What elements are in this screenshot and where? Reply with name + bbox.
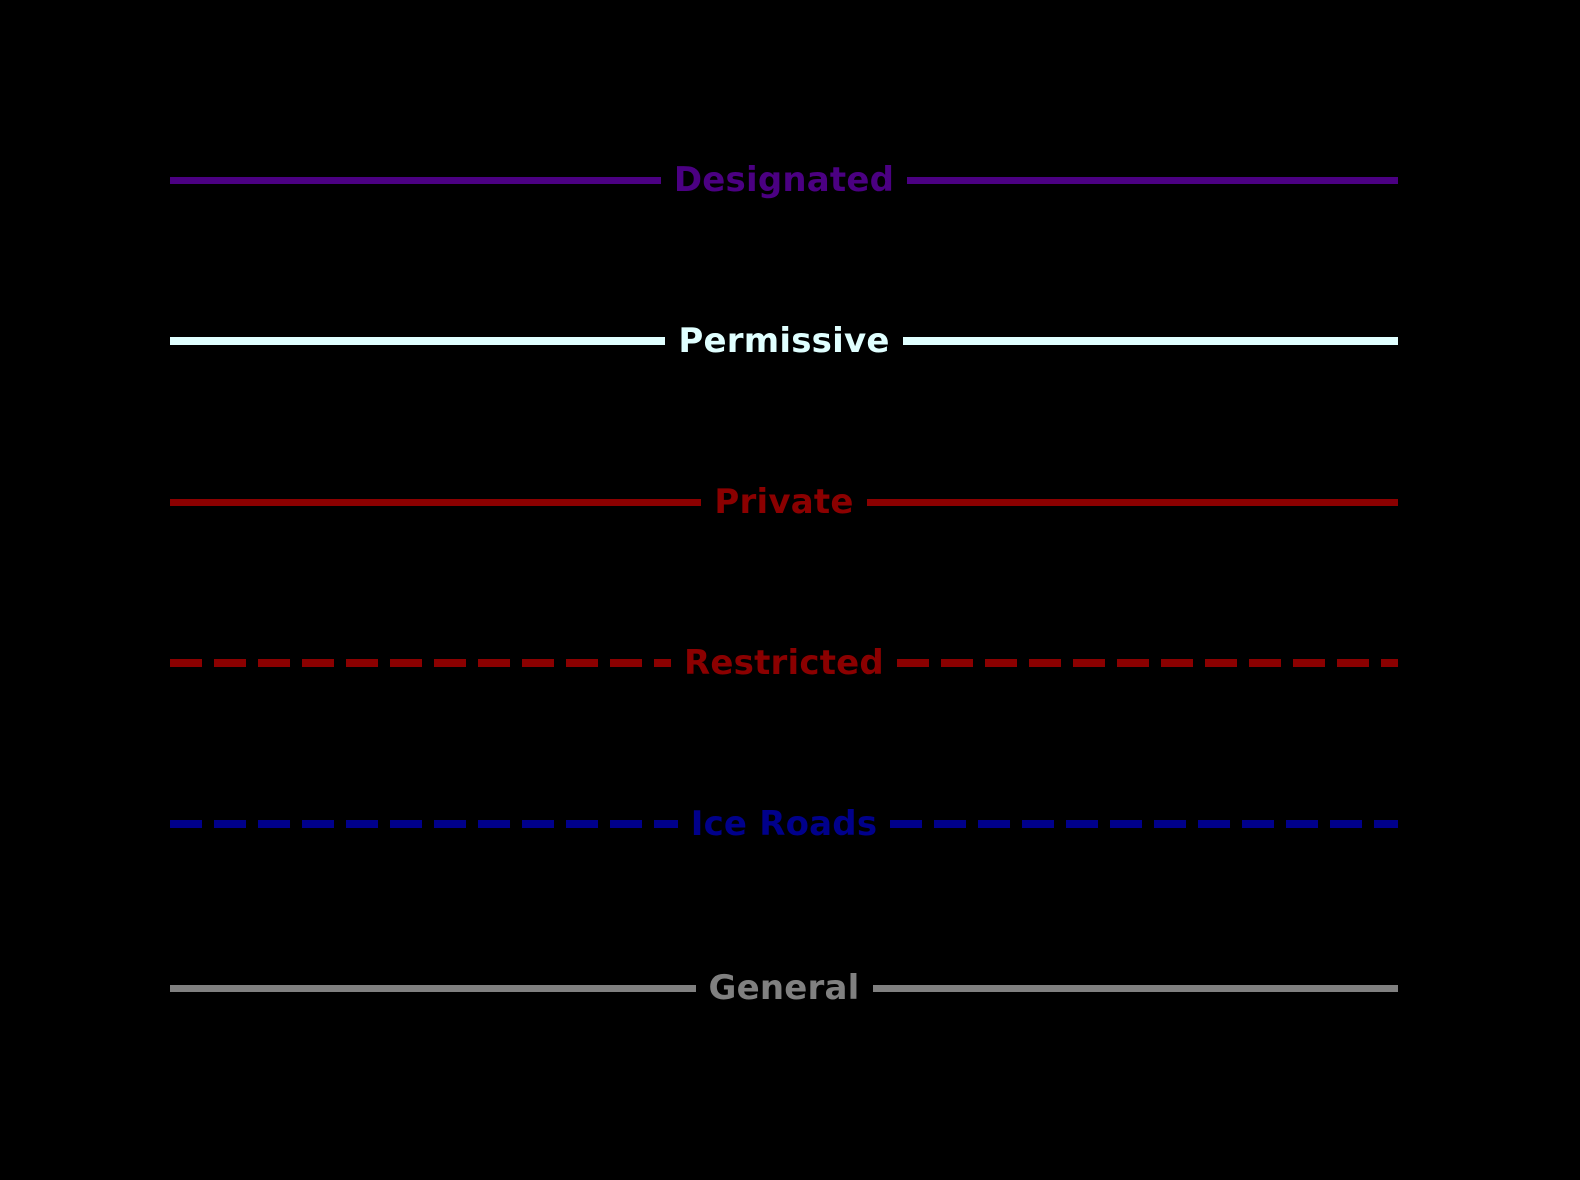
legend-line-left xyxy=(170,498,702,506)
legend-row: Designated xyxy=(170,152,1398,208)
legend-line-right xyxy=(896,659,1398,667)
legend-row: General xyxy=(170,960,1398,1016)
legend-line-left xyxy=(170,337,666,345)
legend-line-left xyxy=(170,984,696,992)
legend-row: Ice Roads xyxy=(170,796,1398,852)
legend-line-right xyxy=(902,337,1398,345)
legend-label: Designated xyxy=(673,160,895,200)
legend-line-right xyxy=(866,498,1399,506)
legend-row: Permissive xyxy=(170,313,1398,369)
legend-line-left xyxy=(170,820,678,828)
legend-label: Permissive xyxy=(678,321,890,361)
legend-line-left xyxy=(170,176,661,184)
legend-line-right xyxy=(872,984,1398,992)
legend-row: Restricted xyxy=(170,635,1398,691)
legend-line-left xyxy=(170,659,672,667)
legend-label: Restricted xyxy=(684,643,884,683)
legend-label: Private xyxy=(714,482,854,522)
legend-label: General xyxy=(708,968,860,1008)
legend-label: Ice Roads xyxy=(690,804,878,844)
legend-line-right xyxy=(890,820,1398,828)
legend-line-right xyxy=(907,176,1398,184)
legend-row: Private xyxy=(170,474,1399,530)
